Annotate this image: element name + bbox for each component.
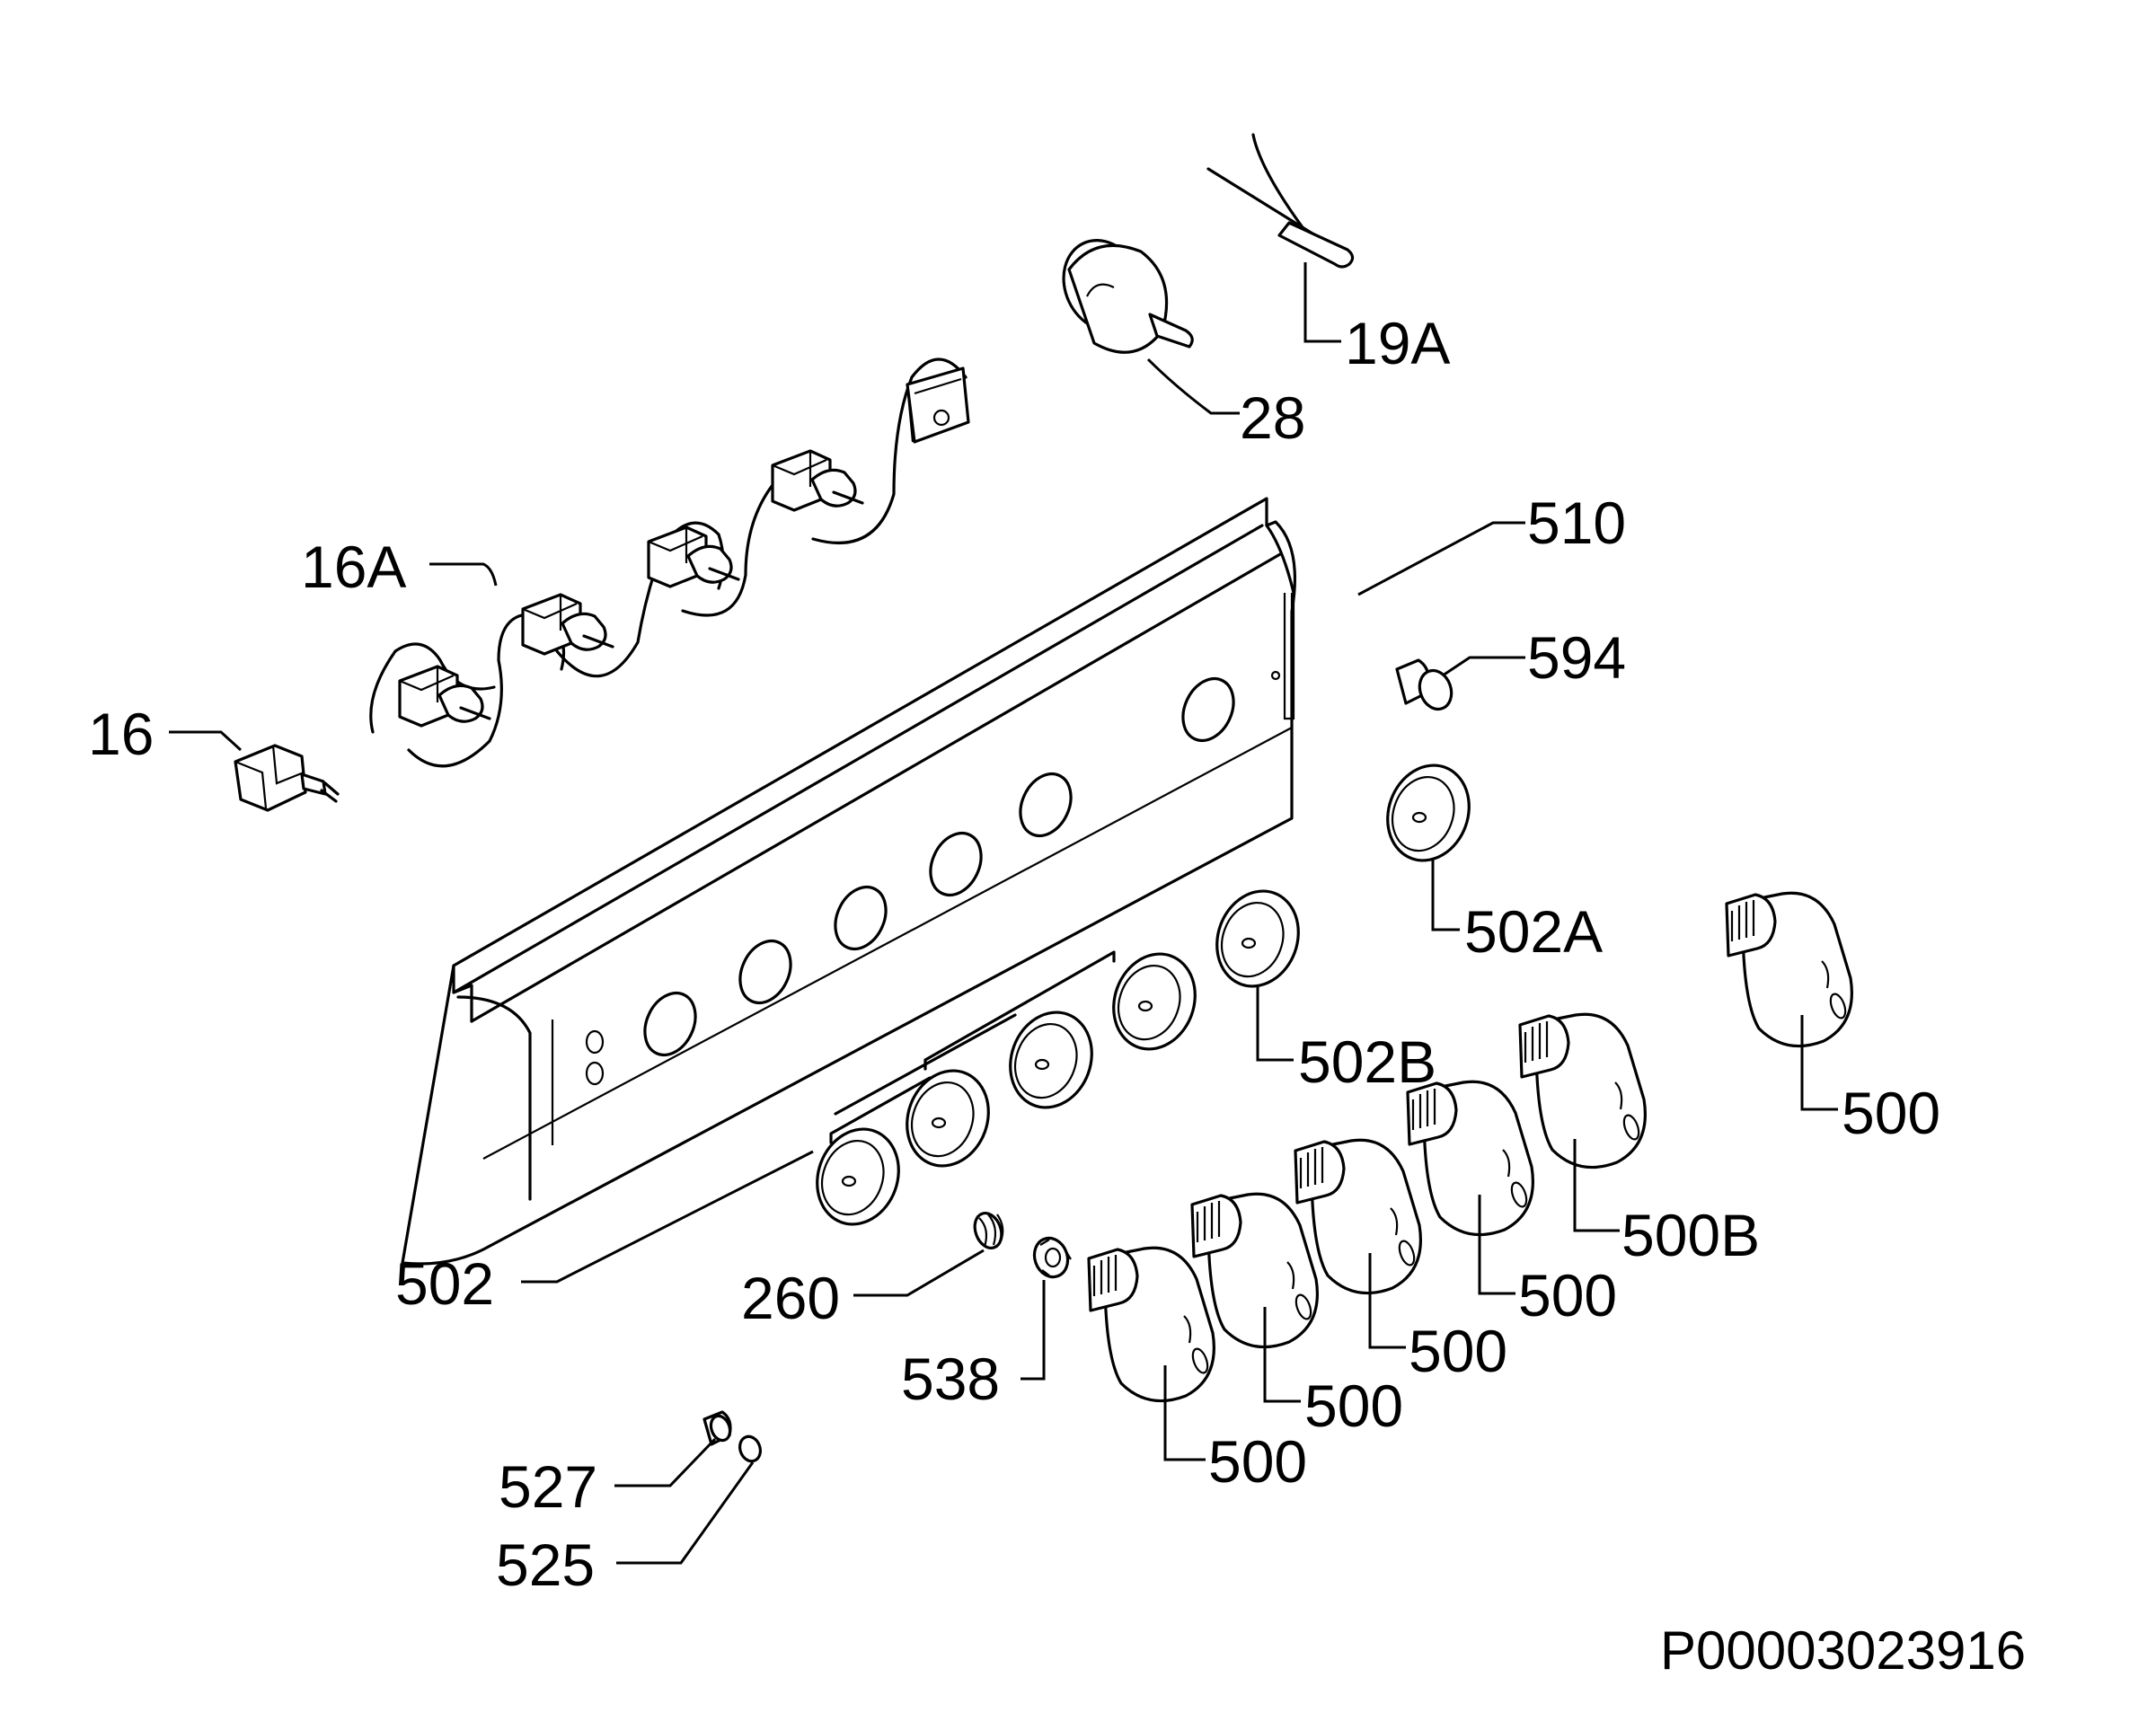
label-527: 527 — [499, 1453, 597, 1520]
part-527-plug — [702, 1410, 732, 1446]
part-19a-sensor — [1206, 133, 1355, 269]
label-500-right: 500 — [1842, 1080, 1940, 1146]
part-500b-knob — [1518, 1012, 1647, 1170]
label-500b: 500B — [1621, 1202, 1760, 1268]
part-594-cap — [1395, 658, 1454, 711]
label-500-2: 500 — [1304, 1373, 1403, 1439]
label-502: 502 — [395, 1250, 494, 1317]
part-525-plug — [738, 1434, 762, 1463]
part-16-switch — [234, 744, 340, 812]
part-502b-bezel — [1202, 878, 1313, 1000]
part-500-knob-1 — [1087, 1246, 1215, 1403]
part-260-spring — [973, 1212, 1004, 1249]
part-500-knob-right — [1725, 891, 1853, 1048]
label-502a: 502A — [1464, 898, 1603, 965]
label-500-3: 500 — [1409, 1318, 1507, 1384]
label-19a: 19A — [1345, 310, 1450, 376]
part-28-switch — [1062, 239, 1194, 354]
label-28: 28 — [1240, 384, 1305, 451]
label-260: 260 — [741, 1265, 840, 1331]
callout-labels: 16A 16 19A 28 510 594 502A 502B 500 500B… — [88, 310, 2026, 1681]
drawing-code: P00003023916 — [1660, 1620, 2026, 1681]
part-510-control-panel — [401, 497, 1297, 1266]
part-16a-wiring-assembly — [369, 357, 970, 768]
label-502b: 502B — [1298, 1028, 1436, 1095]
label-594: 594 — [1527, 624, 1626, 691]
label-500-4: 500 — [1518, 1262, 1617, 1328]
part-538-nut — [1032, 1236, 1072, 1279]
part-502a-bezel — [1373, 752, 1484, 874]
part-500-knob-4 — [1406, 1080, 1534, 1237]
label-500-1: 500 — [1208, 1428, 1307, 1495]
label-538: 538 — [901, 1346, 1000, 1412]
part-502-bezel-group — [802, 940, 1210, 1238]
label-525: 525 — [496, 1531, 595, 1598]
label-510: 510 — [1527, 490, 1626, 556]
leader-lines — [169, 262, 1838, 1565]
label-16a: 16A — [301, 534, 406, 600]
label-16: 16 — [88, 701, 154, 767]
